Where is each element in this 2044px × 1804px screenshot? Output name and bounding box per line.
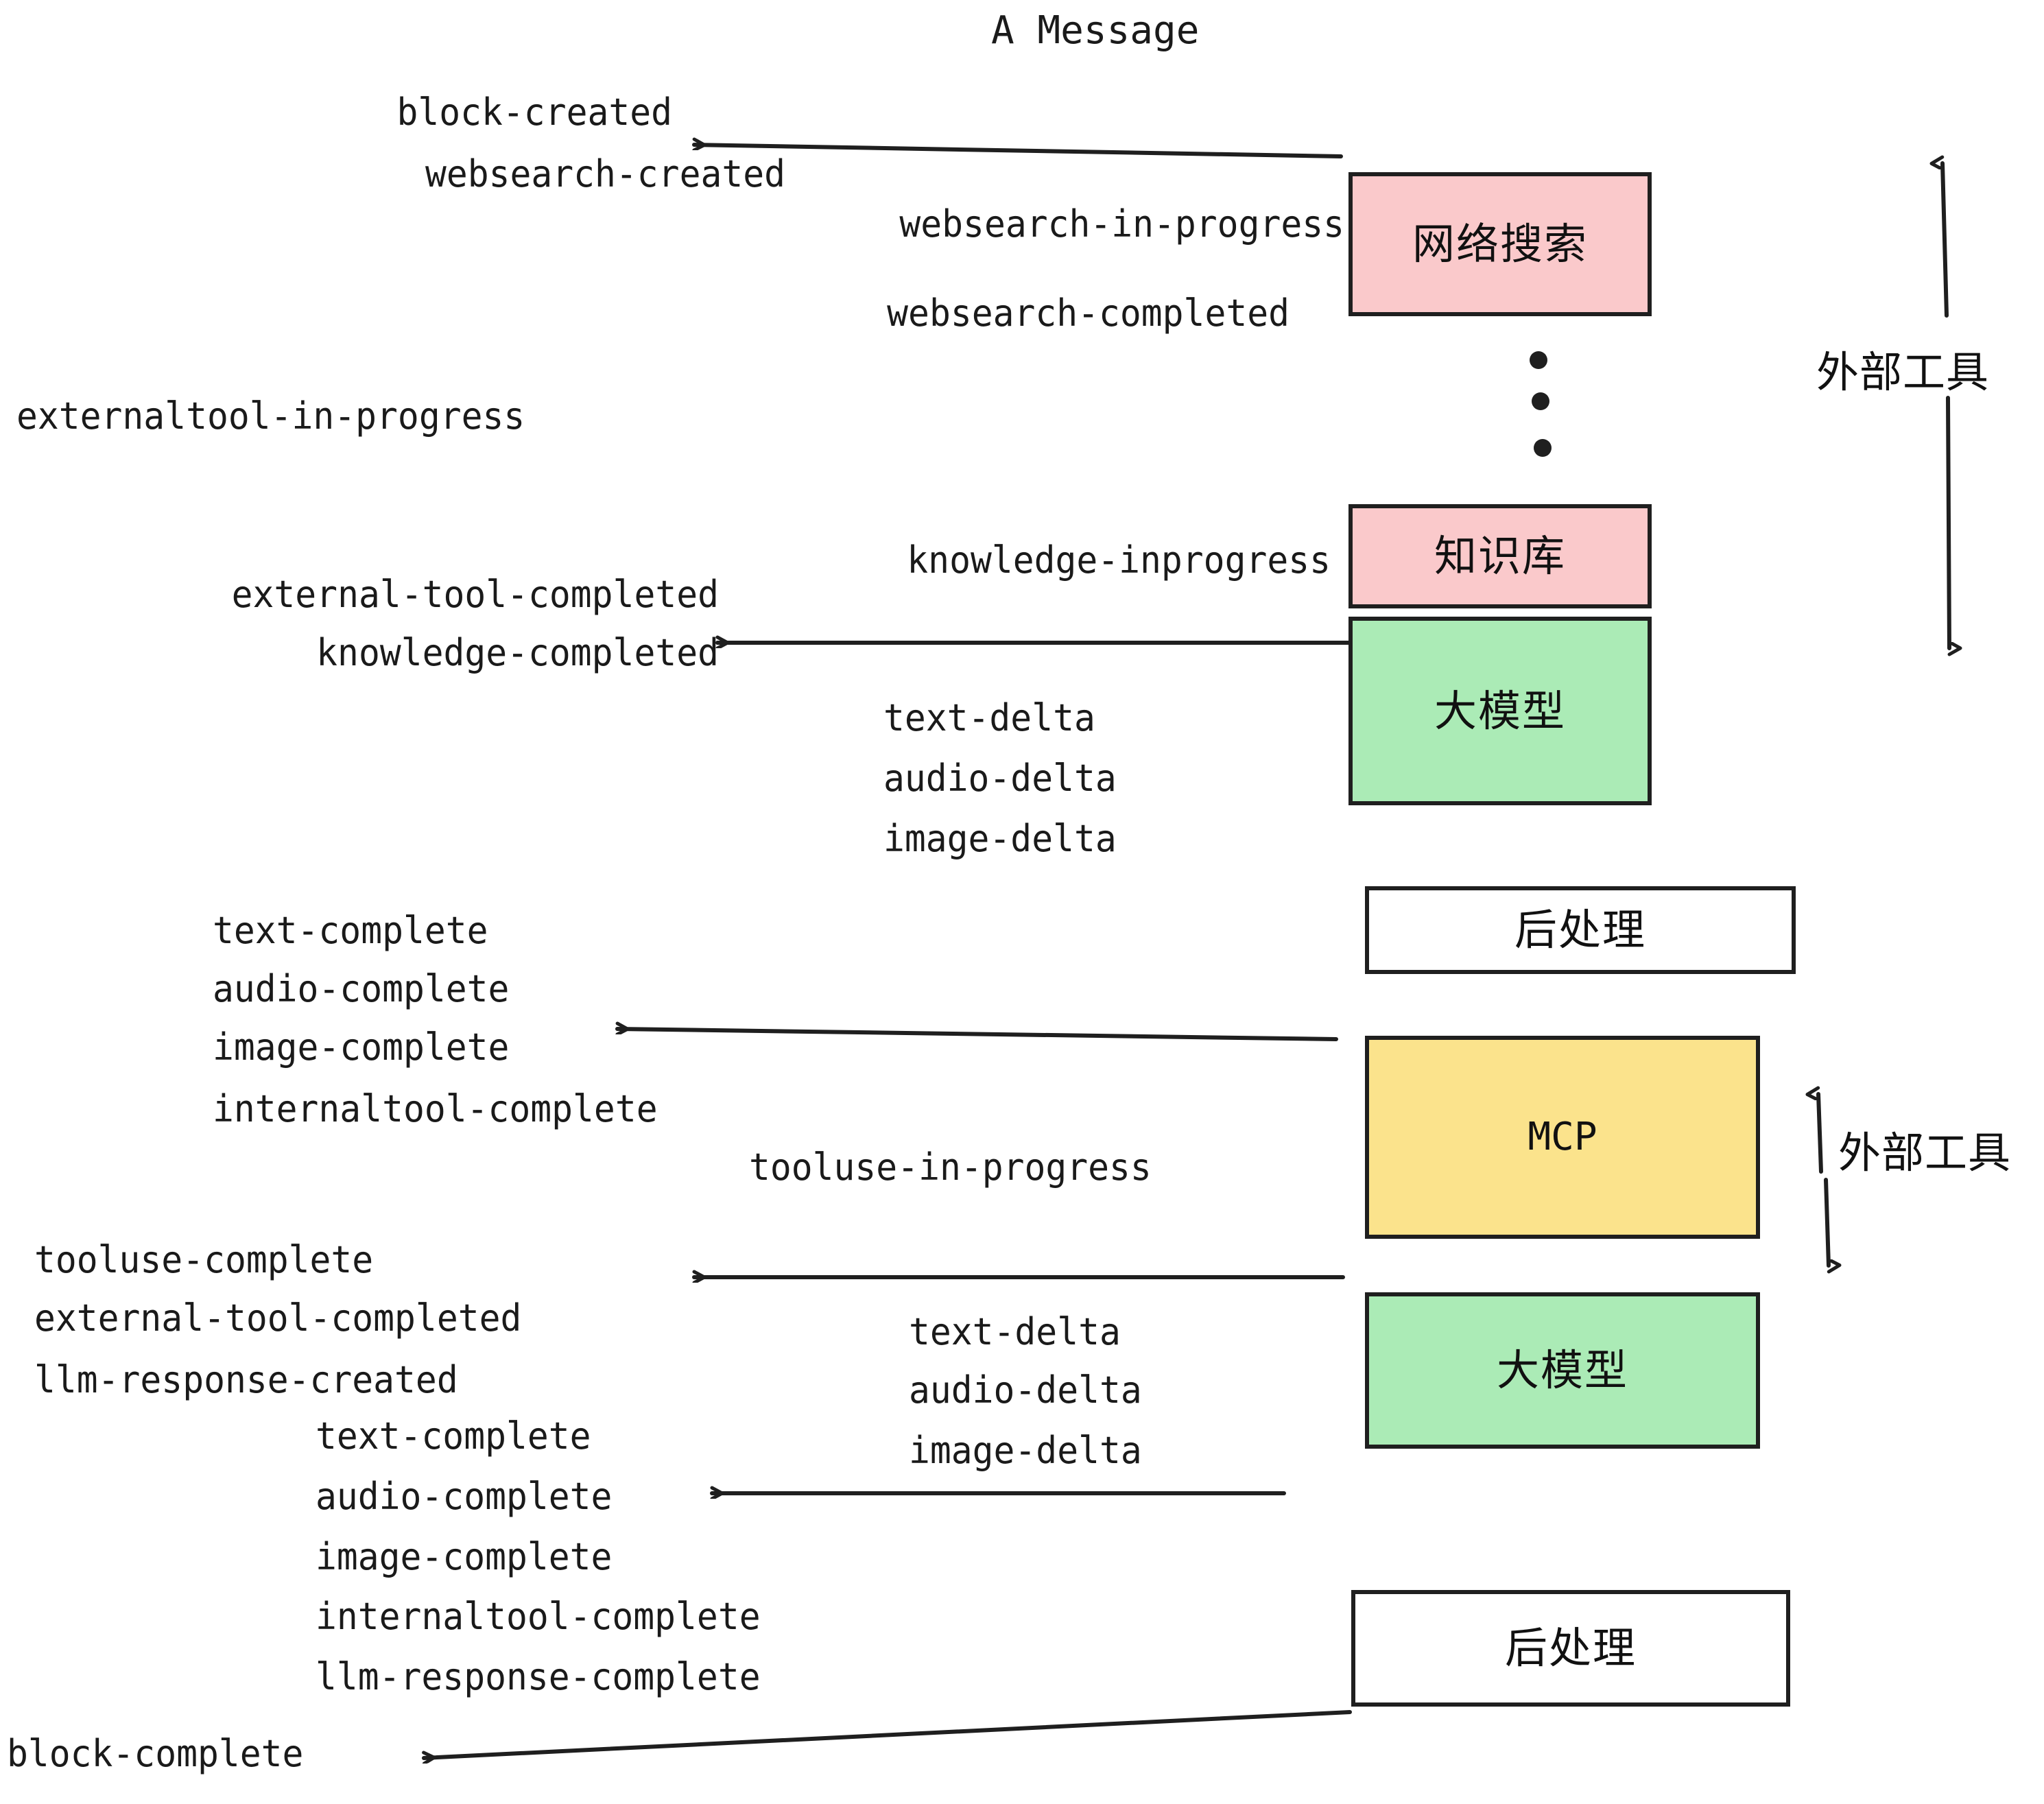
node-box-mcp[interactable]: MCP — [1365, 1036, 1760, 1239]
annotation-external-tool-bottom: 外部工具 — [1838, 1128, 2012, 1178]
event-label-websearch-in-progress: websearch-in-progress — [899, 202, 1344, 246]
arrow-image-complete — [615, 1029, 1338, 1041]
event-label-audio-complete-1: audio-complete — [213, 967, 510, 1010]
ellipsis-dot-2 — [1532, 392, 1549, 410]
node-label-websearch: 网络搜索 — [1412, 219, 1588, 269]
node-label-llm-2: 大模型 — [1496, 1345, 1628, 1395]
arrow-block-complete — [422, 1710, 1352, 1758]
event-label-internaltool-complete-1: internaltool-complete — [213, 1087, 658, 1130]
event-label-external-tool-completed-2: external-tool-completed — [34, 1296, 522, 1340]
ellipsis-dot-1 — [1530, 351, 1547, 369]
arrow-external-tool-top-up — [1942, 163, 1949, 318]
event-label-text-delta-1: text-delta — [883, 696, 1095, 739]
event-label-llm-response-complete: llm-response-complete — [316, 1655, 761, 1698]
node-label-postprocess-2: 后处理 — [1504, 1623, 1637, 1673]
ellipsis-dot-3 — [1534, 439, 1552, 457]
event-label-image-complete-2: image-complete — [316, 1535, 613, 1578]
event-label-image-delta-2: image-delta — [909, 1429, 1142, 1472]
event-label-tooluse-in-progress: tooluse-in-progress — [749, 1146, 1152, 1189]
event-label-block-created: block-created — [396, 91, 672, 134]
node-box-knowledge[interactable]: 知识库 — [1348, 504, 1652, 608]
event-label-external-tool-completed-1: external-tool-completed — [231, 573, 719, 616]
node-box-postprocess-1[interactable]: 后处理 — [1365, 886, 1796, 974]
arrow-external-tool-bottom-up — [1818, 1094, 1823, 1174]
event-label-websearch-completed: websearch-completed — [887, 292, 1290, 335]
event-label-image-delta-1: image-delta — [883, 817, 1117, 860]
node-label-knowledge: 知识库 — [1434, 531, 1566, 581]
node-label-postprocess-1: 后处理 — [1514, 905, 1646, 955]
event-label-audio-delta-2: audio-delta — [909, 1368, 1142, 1412]
arrow-websearch-created — [692, 145, 1343, 158]
node-label-llm-1: 大模型 — [1434, 685, 1566, 736]
arrow-external-tool-bottom-down — [1824, 1178, 1829, 1266]
node-box-llm-2[interactable]: 大模型 — [1365, 1292, 1760, 1449]
page-title: A Message — [991, 8, 1200, 53]
event-label-text-complete-1: text-complete — [213, 909, 488, 952]
event-label-audio-delta-1: audio-delta — [883, 757, 1117, 800]
event-label-knowledge-inprogress: knowledge-inprogress — [907, 538, 1331, 582]
annotation-external-tool-top: 外部工具 — [1816, 347, 1990, 397]
event-label-websearch-created: websearch-created — [425, 152, 785, 195]
event-label-tooluse-complete: tooluse-complete — [34, 1238, 374, 1281]
event-label-externaltool-in-progress: externaltool-in-progress — [16, 394, 525, 438]
event-label-audio-complete-2: audio-complete — [316, 1475, 613, 1518]
event-label-knowledge-completed: knowledge-completed — [316, 631, 719, 674]
event-label-block-complete: block-complete — [7, 1732, 304, 1775]
node-box-websearch[interactable]: 网络搜索 — [1348, 172, 1652, 316]
event-label-text-delta-2: text-delta — [909, 1310, 1121, 1353]
event-label-text-complete-2: text-complete — [316, 1414, 591, 1458]
event-label-internaltool-complete-2: internaltool-complete — [316, 1595, 761, 1638]
node-box-llm-1[interactable]: 大模型 — [1348, 617, 1652, 805]
node-box-postprocess-2[interactable]: 后处理 — [1351, 1590, 1790, 1707]
event-label-image-complete-1: image-complete — [213, 1025, 510, 1069]
event-label-llm-response-created: llm-response-created — [34, 1358, 458, 1401]
node-label-mcp: MCP — [1528, 1115, 1597, 1159]
arrow-external-tool-top-down — [1946, 396, 1949, 648]
